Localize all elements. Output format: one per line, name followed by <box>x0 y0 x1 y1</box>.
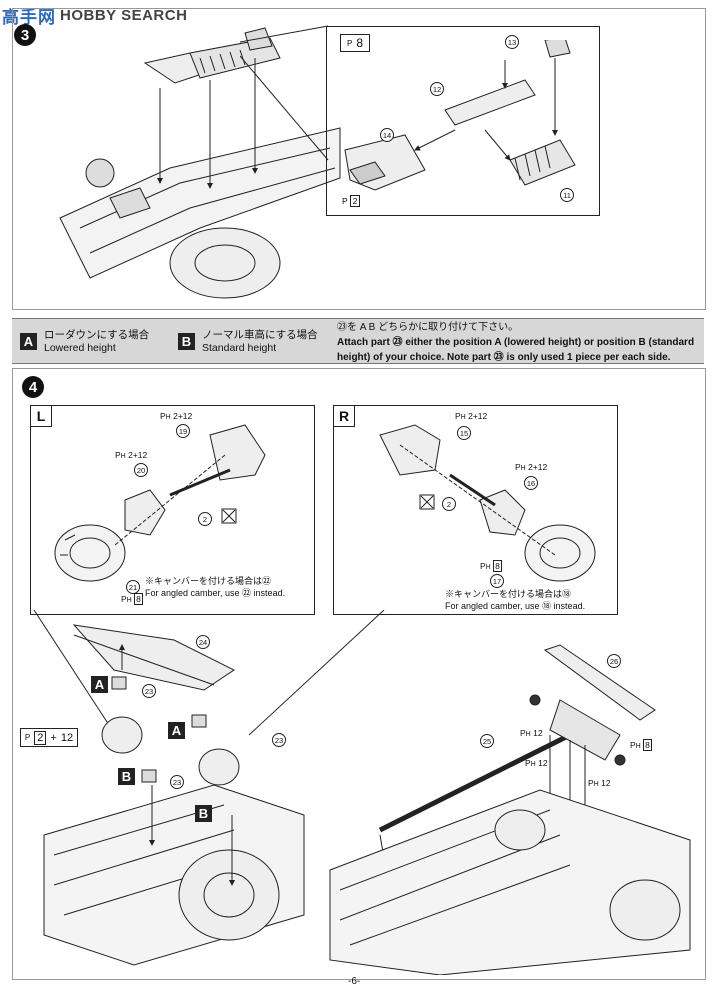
paint-8-label: PH 8 <box>630 739 652 751</box>
part-23-label-3: 23 <box>170 775 184 789</box>
paint-12-value-2: 12 <box>538 758 548 768</box>
panel-connector-lines <box>33 610 385 736</box>
step3-callout-box <box>326 26 600 216</box>
left-camber-en: For angled camber, use ㉒ instead. <box>145 588 286 598</box>
option-b-jp: ノーマル車高にする場合 <box>202 329 318 341</box>
height-option-banner <box>12 318 704 364</box>
step3-paint-small-value: 2 <box>349 195 361 207</box>
left-camber-jp: ※キャンバーを付ける場合は㉒ <box>145 576 272 586</box>
option-b-en: Standard height <box>202 342 277 354</box>
paint-8-value: 8 <box>643 739 652 751</box>
left-panel-tag: L <box>30 405 52 427</box>
left-p19-paint: PH 2+12 <box>160 411 193 421</box>
paint-12-value-3: 12 <box>601 778 611 788</box>
position-a-marker-2: A <box>168 722 185 739</box>
right-hub-illustration <box>379 424 596 582</box>
part-19-label: 19 <box>176 424 190 438</box>
right-p15-paint-value: 2+12 <box>468 411 488 421</box>
paint-12-label-3: PH 12 <box>588 778 611 788</box>
step3-paint-value: 8 <box>356 36 364 50</box>
left-p19-paint-value: 2+12 <box>173 411 193 421</box>
step3-parts-illustration <box>344 40 576 191</box>
watermark-cn: 高手网 <box>2 7 56 28</box>
left-p21-paint: PH 8 <box>121 593 143 605</box>
paint-main-b: 12 <box>60 731 74 744</box>
banner-note-en-1: Attach part ㉓ either the position A (low… <box>337 337 695 348</box>
option-a-text: ローダウンにする場合 Lowered height <box>44 329 149 355</box>
right-panel-tag: R <box>333 405 355 427</box>
right-p17-paint-value: 8 <box>493 560 502 572</box>
part-16-label: 16 <box>524 476 538 490</box>
page-number: -6- <box>348 976 361 987</box>
part-23-label-2: 23 <box>272 733 286 747</box>
step4-paint-main: P 2 + 12 <box>20 728 78 747</box>
step3-chassis-illustration <box>59 27 341 299</box>
right-camber-jp: ※キャンバーを付ける場合は⑱ <box>445 589 572 599</box>
part-20-label: 20 <box>134 463 148 477</box>
left-part-2-label: 2 <box>198 512 212 526</box>
banner-note: ㉓を A B どちらかに取り付けて下さい。 Attach part ㉓ eith… <box>337 320 703 365</box>
banner-note-en-2: height) of your choice. Note part ㉓ is o… <box>337 352 671 363</box>
left-camber-note: ※キャンバーを付ける場合は㉒ For angled camber, use ㉒ … <box>145 575 310 599</box>
right-camber-en: For angled camber, use ⑱ instead. <box>445 601 586 611</box>
paint-main-a: 2 <box>34 730 47 745</box>
left-p20-paint-value: 2+12 <box>128 450 148 460</box>
paint-12-value-1: 12 <box>533 728 543 738</box>
banner-note-jp: ㉓を A B どちらかに取り付けて下さい。 <box>337 322 519 333</box>
position-a-marker-1: A <box>91 676 108 693</box>
step3-frame <box>12 8 706 310</box>
paint-12-label-1: PH 12 <box>520 728 543 738</box>
step4-rear-suspension-illustration <box>43 624 305 966</box>
position-b-marker-2: B <box>195 805 212 822</box>
option-a-en: Lowered height <box>44 342 116 354</box>
position-b-marker-1: B <box>118 768 135 785</box>
step4-number: 4 <box>22 376 44 398</box>
left-detail-panel <box>30 405 315 615</box>
left-p20-paint: PH 2+12 <box>115 450 148 460</box>
step3-number: 3 <box>14 24 36 46</box>
watermark-en: HOBBY SEARCH <box>60 6 188 24</box>
watermark-logo: 高手网 HOBBY SEARCH <box>2 4 188 28</box>
part-24-label: 24 <box>196 635 210 649</box>
right-p15-paint: PH 2+12 <box>455 411 488 421</box>
part-21-label: 21 <box>126 580 140 594</box>
right-p16-paint-value: 2+12 <box>528 462 548 472</box>
part-13-label: 13 <box>505 35 519 49</box>
step3-callout-lines <box>240 25 329 161</box>
part-26-label: 26 <box>607 654 621 668</box>
right-part-2-label: 2 <box>442 497 456 511</box>
right-camber-note: ※キャンバーを付ける場合は⑱ For angled camber, use ⑱ … <box>445 588 615 612</box>
right-detail-panel <box>333 405 618 615</box>
step4-frame <box>12 368 706 980</box>
option-a-box: A <box>20 333 37 350</box>
paint-12-label-2: PH 12 <box>525 758 548 768</box>
option-b-box: B <box>178 333 195 350</box>
step4-differential-illustration <box>329 644 691 975</box>
right-p16-paint: PH 2+12 <box>515 462 548 472</box>
part-12-label: 12 <box>430 82 444 96</box>
option-a-jp: ローダウンにする場合 <box>44 329 150 341</box>
option-b-text: ノーマル車高にする場合 Standard height <box>202 329 318 355</box>
part-23-label-1: 23 <box>142 684 156 698</box>
part-17-label: 17 <box>490 574 504 588</box>
part-11-label: 11 <box>560 188 574 202</box>
part-14-label: 14 <box>380 128 394 142</box>
left-hub-illustration <box>54 424 266 582</box>
part-15-label: 15 <box>457 426 471 440</box>
left-p21-paint-value: 8 <box>134 593 143 605</box>
part-25-label: 25 <box>480 734 494 748</box>
right-p17-paint: PH 8 <box>480 560 502 572</box>
